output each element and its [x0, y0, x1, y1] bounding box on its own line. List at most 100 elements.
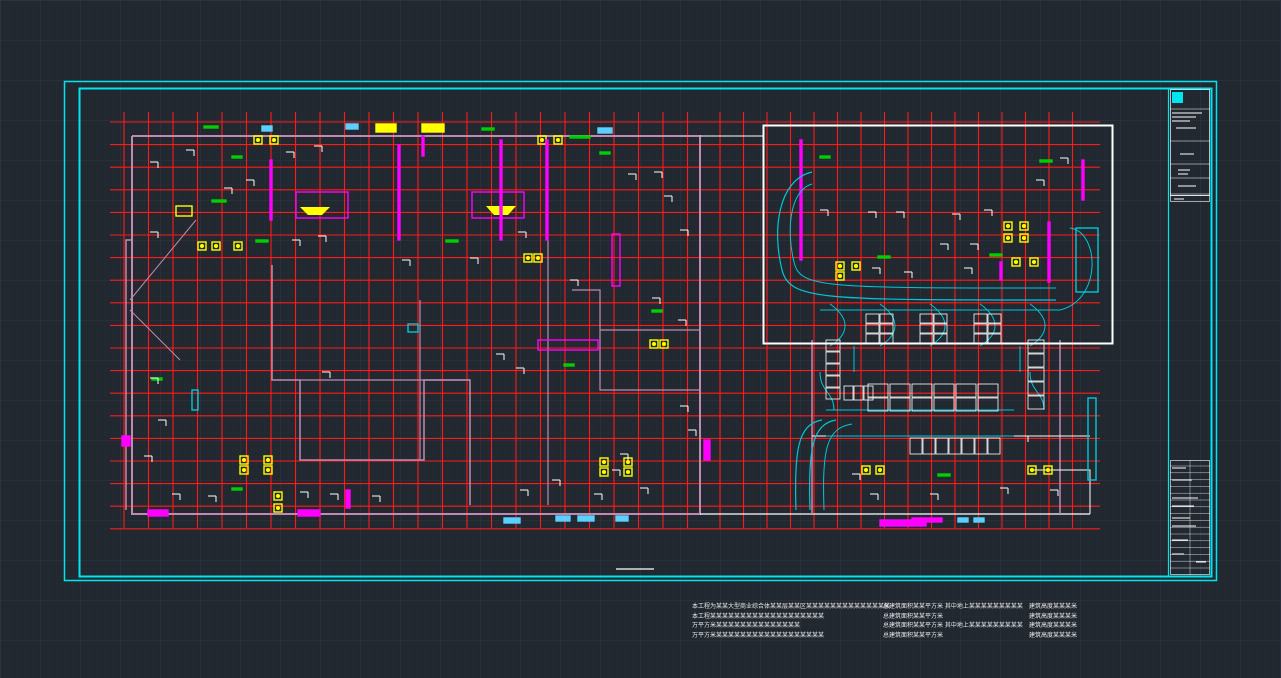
fixture-dot: [266, 468, 270, 472]
fixture-dot: [272, 138, 276, 142]
parking-stall: [1027, 367, 1045, 382]
parking-stall: [879, 313, 894, 324]
plumbing-fixture: [1043, 465, 1053, 475]
parking-stall: [865, 313, 880, 324]
plumbing-fixture: [273, 503, 283, 513]
parking-stall: [973, 313, 988, 324]
fixture-dot: [838, 264, 842, 268]
ramp-line: [853, 346, 1021, 372]
pipe: [255, 239, 269, 243]
parking-stall: [825, 363, 841, 376]
fixture-dot: [1006, 236, 1010, 240]
partition: [799, 139, 803, 261]
parking-stall: [955, 383, 977, 398]
parking-stall: [867, 383, 889, 398]
equipment-block: [957, 517, 969, 523]
fixture-dot: [662, 342, 666, 346]
plumbing-fixture: [197, 241, 207, 251]
partition: [545, 139, 549, 241]
parking-stall: [1027, 353, 1045, 368]
note-line: 万平方米某某某某某某某某某某某某某某某某某某: [692, 631, 825, 639]
fixture-dot: [1022, 224, 1026, 228]
cyan-element: [407, 323, 419, 333]
note-line: 建筑高度某某某米: [1029, 631, 1078, 639]
fixture-dot: [864, 468, 868, 472]
partition: [911, 517, 943, 523]
cyan-element: [191, 389, 199, 411]
plumbing-fixture: [253, 135, 263, 145]
parking-stall: [1027, 339, 1045, 354]
pipe: [651, 309, 663, 313]
plumbing-fixture: [599, 467, 609, 477]
parking-stall: [889, 383, 911, 398]
equipment-block: [555, 515, 571, 522]
plumbing-fixture: [211, 241, 221, 251]
pipe: [563, 363, 575, 367]
cyan-element: [1087, 397, 1097, 481]
fixture-dot: [602, 460, 606, 464]
fixture-dot: [1014, 260, 1018, 264]
partition: [345, 489, 351, 509]
plumbing-fixture: [659, 339, 669, 349]
equipment-block: [375, 123, 397, 133]
plumbing-fixture: [523, 253, 533, 263]
pipe: [877, 255, 891, 259]
equipment-block: [261, 125, 273, 132]
parking-stall: [973, 323, 988, 334]
pipe: [445, 239, 459, 243]
plumbing-fixture: [273, 491, 283, 501]
fixture-dot: [878, 468, 882, 472]
pipe: [569, 135, 591, 139]
company-logo: [1172, 92, 1183, 103]
wall: [572, 289, 700, 391]
floor-plan: [110, 112, 1100, 530]
plumbing-fixture: [1029, 257, 1039, 267]
pipe: [1039, 159, 1053, 163]
note-line: 总建筑面积某某平方米 其中地上某某某某某某某某某: [883, 603, 1023, 610]
parking-stall: [825, 351, 841, 364]
parking-stall: [911, 397, 933, 412]
ramp-outer: [777, 171, 1057, 301]
plumbing-fixture: [1011, 257, 1021, 267]
pipe: [937, 473, 951, 477]
parking-stall: [909, 437, 923, 455]
parking-stall: [911, 383, 933, 398]
fixture-dot: [214, 244, 218, 248]
stair: [537, 339, 599, 351]
fixture-dot: [256, 138, 260, 142]
partition: [499, 139, 503, 241]
plumbing-fixture: [649, 339, 659, 349]
plumbing-fixture: [553, 135, 563, 145]
fixture-dot: [1032, 260, 1036, 264]
partition: [297, 509, 321, 517]
parking-ramp: [777, 171, 1093, 511]
equipment-block: [175, 205, 193, 217]
parking-stall: [879, 323, 894, 334]
partition: [397, 144, 401, 241]
parking-stall: [935, 437, 949, 455]
ramp-curve: [808, 419, 837, 511]
pipe: [989, 253, 1003, 257]
note-line: 建筑高度某某某米: [1029, 622, 1078, 629]
plumbing-fixture: [1019, 221, 1029, 231]
plumbing-fixture: [263, 455, 273, 465]
ramp-outer: [820, 227, 1093, 311]
parking-stall: [865, 323, 880, 334]
partition: [703, 439, 711, 461]
note-line: 本工程某某某某某某某某某某某某某某某某某某某: [692, 612, 825, 620]
pipe: [203, 125, 219, 129]
plumbing-fixture: [851, 261, 861, 271]
fixture-dot: [536, 256, 540, 260]
partition: [1081, 159, 1085, 201]
note-line: 总建筑面积某某平方米: [883, 631, 944, 639]
pipe: [231, 487, 243, 491]
selection-highlight-box[interactable]: [762, 124, 1114, 345]
parking-stall: [919, 323, 934, 334]
wall: [129, 309, 181, 361]
pipe: [819, 155, 831, 159]
parking-stall: [863, 385, 874, 401]
parking-stall: [933, 397, 955, 412]
equipment-block: [421, 123, 445, 133]
cyan-element: [1075, 227, 1099, 293]
